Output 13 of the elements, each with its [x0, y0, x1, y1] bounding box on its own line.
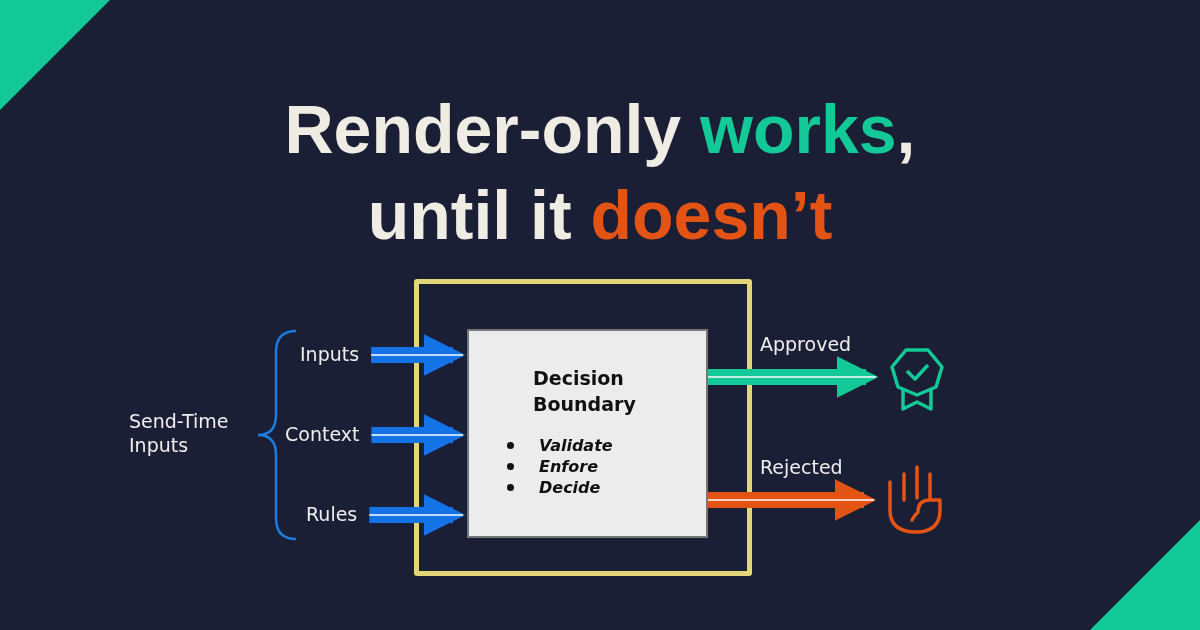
list-item: Decide — [539, 477, 613, 498]
box-heading: Decision Boundary — [533, 366, 637, 417]
input-label: Rules — [306, 503, 358, 525]
input-label: Context — [285, 423, 360, 445]
list-item: Enfore — [539, 456, 613, 477]
title: Render-only works, until it doesn’t — [283, 90, 917, 255]
input-label: Inputs — [300, 343, 360, 365]
decision-box — [467, 329, 708, 538]
list-item: Validate — [539, 435, 613, 456]
edge-label: Approved — [760, 333, 852, 355]
group-label: Send-Time Inputs — [129, 409, 230, 457]
edge-label: Rejected — [760, 456, 843, 478]
boundary-frame — [414, 279, 752, 576]
